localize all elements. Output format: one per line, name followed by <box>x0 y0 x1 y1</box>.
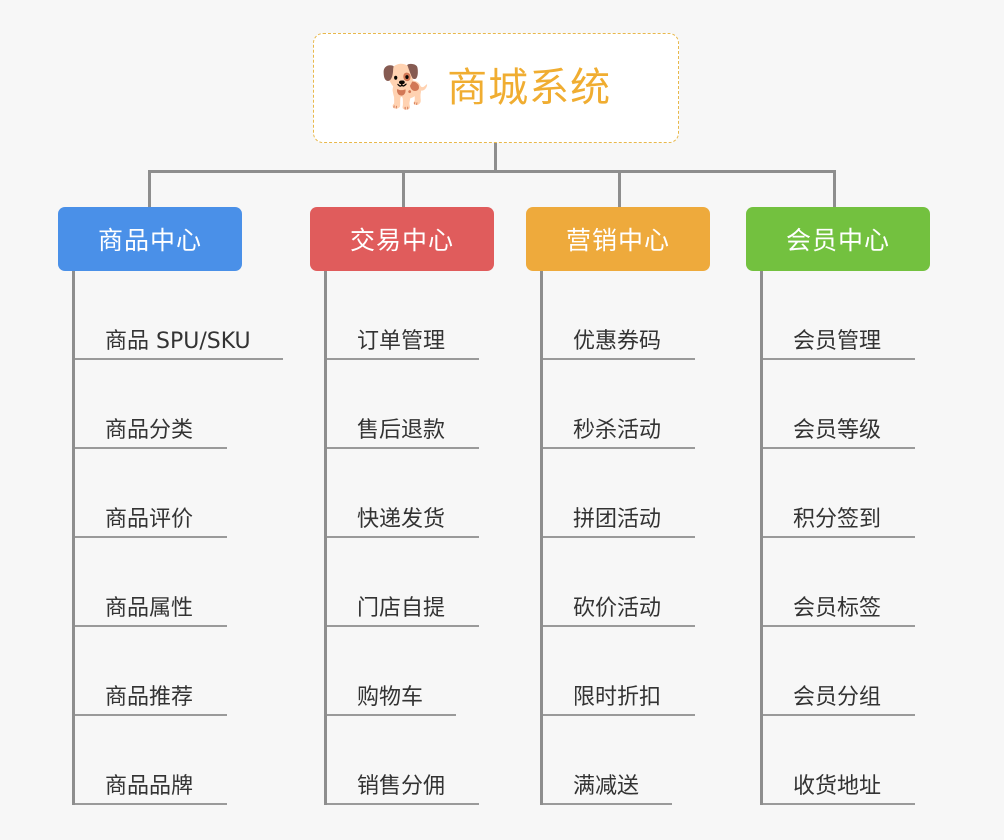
leaf-item[interactable]: 商品品牌 <box>75 716 251 805</box>
connector-root-stem <box>494 143 497 170</box>
leaf-item-label: 会员管理 <box>793 328 882 354</box>
leaf-item-underline <box>75 803 227 805</box>
leaf-item-underline <box>327 447 479 449</box>
leaf-item[interactable]: 会员分组 <box>763 627 930 716</box>
connector-drop-1 <box>148 173 151 208</box>
leaf-item[interactable]: 满减送 <box>543 716 710 805</box>
leaf-item-underline <box>763 803 915 805</box>
leaf-item[interactable]: 会员标签 <box>763 538 930 627</box>
leaf-item-underline <box>763 536 915 538</box>
leaf-list: 商品 SPU/SKU 商品分类商品评价商品属性商品推荐商品品牌 <box>72 271 283 805</box>
branch-column-product-center: 商品中心商品 SPU/SKU 商品分类商品评价商品属性商品推荐商品品牌 <box>58 207 283 805</box>
category-box-trade-center[interactable]: 交易中心 <box>310 207 494 271</box>
leaf-item[interactable]: 门店自提 <box>327 538 494 627</box>
leaf-item[interactable]: 商品 SPU/SKU <box>75 271 283 360</box>
leaf-item-label: 订单管理 <box>357 328 446 354</box>
leaf-item-underline <box>327 625 479 627</box>
leaf-item[interactable]: 订单管理 <box>327 271 494 360</box>
leaf-item-label: 商品品牌 <box>105 773 194 799</box>
leaf-item[interactable]: 秒杀活动 <box>543 360 710 449</box>
leaf-list: 订单管理售后退款快递发货门店自提购物车销售分佣 <box>324 271 494 805</box>
leaf-item-label: 积分签到 <box>793 506 882 532</box>
connector-drop-4 <box>833 173 836 208</box>
leaf-item-underline <box>543 714 695 716</box>
leaf-item-label: 销售分佣 <box>357 773 446 799</box>
connector-drop-2 <box>402 173 405 208</box>
leaf-list: 会员管理会员等级积分签到会员标签会员分组收货地址 <box>760 271 930 805</box>
leaf-item-underline <box>763 714 915 716</box>
category-box-product-center[interactable]: 商品中心 <box>58 207 242 271</box>
leaf-item[interactable]: 商品属性 <box>75 538 251 627</box>
leaf-item-label: 商品评价 <box>105 506 194 532</box>
leaf-item-label: 售后退款 <box>357 417 446 443</box>
leaf-item-underline <box>327 358 479 360</box>
branch-column-trade-center: 交易中心订单管理售后退款快递发货门店自提购物车销售分佣 <box>310 207 494 805</box>
leaf-item[interactable]: 砍价活动 <box>543 538 710 627</box>
leaf-item[interactable]: 限时折扣 <box>543 627 710 716</box>
leaf-item[interactable]: 拼团活动 <box>543 449 710 538</box>
leaf-item[interactable]: 会员等级 <box>763 360 930 449</box>
leaf-item[interactable]: 优惠券码 <box>543 271 710 360</box>
leaf-item-underline <box>543 625 695 627</box>
leaf-item-underline <box>75 358 283 360</box>
leaf-item-underline <box>543 358 695 360</box>
leaf-item-underline <box>75 714 227 716</box>
leaf-item-label: 商品属性 <box>105 595 194 621</box>
leaf-item-underline <box>763 447 915 449</box>
category-box-member-center[interactable]: 会员中心 <box>746 207 930 271</box>
branch-column-marketing-center: 营销中心优惠券码秒杀活动拼团活动砍价活动限时折扣满减送 <box>526 207 710 805</box>
leaf-item-underline <box>327 536 479 538</box>
branch-column-member-center: 会员中心会员管理会员等级积分签到会员标签会员分组收货地址 <box>746 207 930 805</box>
leaf-item-underline <box>327 714 456 716</box>
leaf-item-label: 砍价活动 <box>573 595 662 621</box>
leaf-item[interactable]: 商品分类 <box>75 360 251 449</box>
leaf-item-label: 限时折扣 <box>573 684 662 710</box>
connector-horizontal-bus <box>148 170 836 173</box>
leaf-item[interactable]: 收货地址 <box>763 716 930 805</box>
leaf-item-underline <box>763 625 915 627</box>
leaf-item[interactable]: 积分签到 <box>763 449 930 538</box>
leaf-item[interactable]: 快递发货 <box>327 449 494 538</box>
leaf-item[interactable]: 购物车 <box>327 627 494 716</box>
root-node[interactable]: 🐕 商城系统 <box>313 33 679 143</box>
category-label: 商品中心 <box>97 226 202 255</box>
leaf-item[interactable]: 售后退款 <box>327 360 494 449</box>
leaf-item-label: 会员分组 <box>793 684 882 710</box>
leaf-item-label: 门店自提 <box>357 595 446 621</box>
category-label: 会员中心 <box>785 226 890 255</box>
leaf-item[interactable]: 商品评价 <box>75 449 251 538</box>
leaf-item-label: 拼团活动 <box>573 506 662 532</box>
leaf-item-label: 秒杀活动 <box>573 417 662 443</box>
leaf-item-underline <box>543 536 695 538</box>
leaf-item-label: 会员等级 <box>793 417 882 443</box>
leaf-item-underline <box>75 625 227 627</box>
category-box-marketing-center[interactable]: 营销中心 <box>526 207 710 271</box>
leaf-item[interactable]: 商品推荐 <box>75 627 251 716</box>
dog-face-icon: 🐕 <box>380 62 434 111</box>
leaf-item[interactable]: 销售分佣 <box>327 716 494 805</box>
leaf-item-underline <box>75 447 227 449</box>
leaf-item[interactable]: 会员管理 <box>763 271 930 360</box>
leaf-item-label: 商品分类 <box>105 417 194 443</box>
leaf-item-label: 商品 SPU/SKU <box>105 328 251 354</box>
root-title: 商城系统 <box>447 65 612 111</box>
category-label: 营销中心 <box>565 226 670 255</box>
leaf-item-label: 购物车 <box>357 684 424 710</box>
leaf-item-underline <box>543 803 672 805</box>
leaf-item-label: 满减送 <box>573 773 640 799</box>
leaf-list: 优惠券码秒杀活动拼团活动砍价活动限时折扣满减送 <box>540 271 710 805</box>
leaf-item-label: 收货地址 <box>793 773 882 799</box>
leaf-item-underline <box>75 536 227 538</box>
connector-drop-3 <box>618 173 621 208</box>
leaf-item-label: 商品推荐 <box>105 684 194 710</box>
leaf-item-underline <box>763 358 915 360</box>
leaf-item-underline <box>543 447 695 449</box>
leaf-item-underline <box>327 803 479 805</box>
leaf-item-label: 会员标签 <box>793 595 882 621</box>
leaf-item-label: 快递发货 <box>357 506 446 532</box>
leaf-item-label: 优惠券码 <box>573 328 662 354</box>
category-label: 交易中心 <box>349 226 454 255</box>
